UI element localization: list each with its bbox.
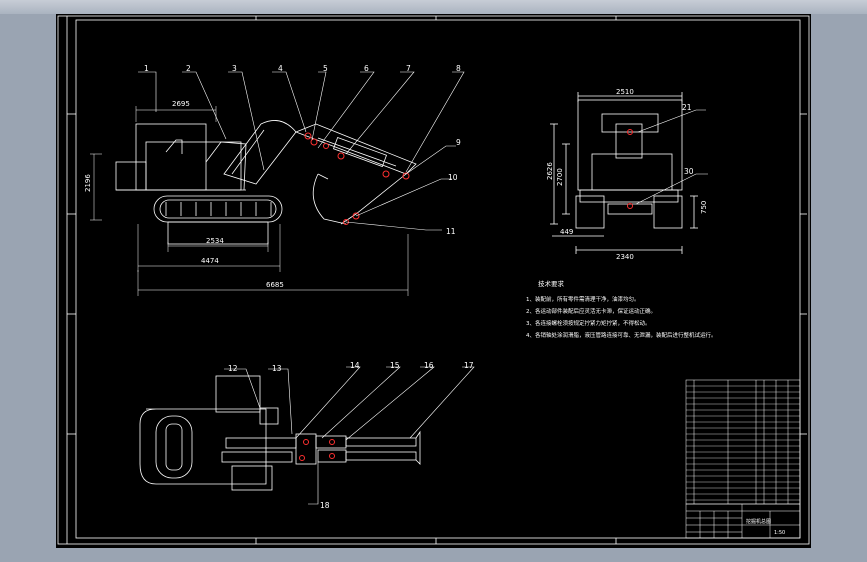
dim-2510: 2510 bbox=[616, 88, 634, 96]
leader-lines-side bbox=[138, 71, 465, 231]
dim-2626: 2626 bbox=[546, 162, 554, 180]
callout-2: 2 bbox=[186, 64, 191, 73]
callout-3: 3 bbox=[232, 64, 237, 73]
callout-6: 6 bbox=[364, 64, 369, 73]
bucket-linkage bbox=[312, 173, 407, 225]
dim-4474: 4474 bbox=[201, 257, 219, 265]
pin-markers bbox=[304, 132, 410, 225]
excavator-side-view: 2695 2196 2534 4474 6685 bbox=[84, 100, 417, 296]
outer-border bbox=[57, 15, 810, 545]
callout-1: 1 bbox=[144, 64, 149, 73]
excavator-top-view bbox=[139, 375, 421, 491]
callout-12: 12 bbox=[228, 364, 238, 373]
dim-2695: 2695 bbox=[172, 100, 190, 108]
callout-7: 7 bbox=[406, 64, 411, 73]
notes-line-4: 4、各销轴处涂润滑脂，液压管路连接可靠、无泄漏，装配后进行整机试运行。 bbox=[526, 331, 717, 339]
top-view-pins bbox=[299, 439, 335, 461]
dim-2700: 2700 bbox=[556, 168, 564, 186]
parts-list-table bbox=[685, 379, 801, 505]
notes-line-1: 1、装配前，所有零件需清理干净，油漆均匀。 bbox=[526, 295, 640, 303]
dim-2340: 2340 bbox=[616, 253, 634, 261]
callout-10: 10 bbox=[448, 173, 458, 182]
callout-labels: 1 2 3 4 5 6 7 8 9 10 11 12 13 14 15 16 1… bbox=[144, 64, 694, 510]
title-block-name: 挖掘机总图 bbox=[746, 518, 771, 525]
sheet-border bbox=[57, 15, 810, 545]
callout-9: 9 bbox=[456, 138, 461, 147]
notes-title: 技术要求 bbox=[538, 279, 565, 288]
callout-30: 30 bbox=[684, 167, 694, 176]
dim-2534: 2534 bbox=[206, 237, 224, 245]
callout-11: 11 bbox=[446, 227, 456, 236]
leader-lines-front bbox=[635, 109, 708, 205]
dim-750: 750 bbox=[700, 201, 708, 214]
notes-line-2: 2、各运动部件装配后应灵活无卡滞，保证运动正确。 bbox=[526, 307, 656, 315]
dimension-lines bbox=[90, 106, 409, 296]
callout-13: 13 bbox=[272, 364, 282, 373]
inner-border bbox=[75, 19, 801, 539]
title-block-scale: 1:50 bbox=[774, 530, 785, 536]
dim-2196: 2196 bbox=[84, 174, 92, 192]
notes-line-3: 3、各连接螺栓须按规定拧紧力矩拧紧，不得松动。 bbox=[526, 319, 651, 327]
callout-14: 14 bbox=[350, 361, 360, 370]
stick-arm bbox=[294, 123, 417, 175]
excavator-front-view bbox=[550, 92, 698, 254]
technical-notes: 技术要求 1、装配前，所有零件需清理干净，油漆均匀。 2、各运动部件装配后应灵活… bbox=[526, 279, 717, 339]
callout-4: 4 bbox=[278, 64, 283, 73]
drawing-canvas: 2695 2196 2534 4474 6685 bbox=[57, 15, 810, 545]
callout-17: 17 bbox=[464, 361, 474, 370]
dim-449: 449 bbox=[560, 228, 573, 236]
callout-15: 15 bbox=[390, 361, 400, 370]
window-titlebar bbox=[0, 0, 867, 14]
callout-5: 5 bbox=[323, 64, 328, 73]
track-assembly bbox=[153, 195, 283, 245]
callout-8: 8 bbox=[456, 64, 461, 73]
callout-18: 18 bbox=[320, 501, 330, 510]
upper-body bbox=[115, 123, 247, 191]
callout-16: 16 bbox=[424, 361, 434, 370]
leader-lines-top bbox=[224, 366, 475, 505]
dim-6685: 6685 bbox=[266, 281, 284, 289]
callout-21: 21 bbox=[682, 103, 692, 112]
parts-list-rows bbox=[686, 385, 800, 501]
title-block bbox=[685, 503, 801, 539]
cad-viewport[interactable]: 2695 2196 2534 4474 6685 bbox=[56, 14, 811, 548]
front-view-pins bbox=[627, 129, 633, 209]
